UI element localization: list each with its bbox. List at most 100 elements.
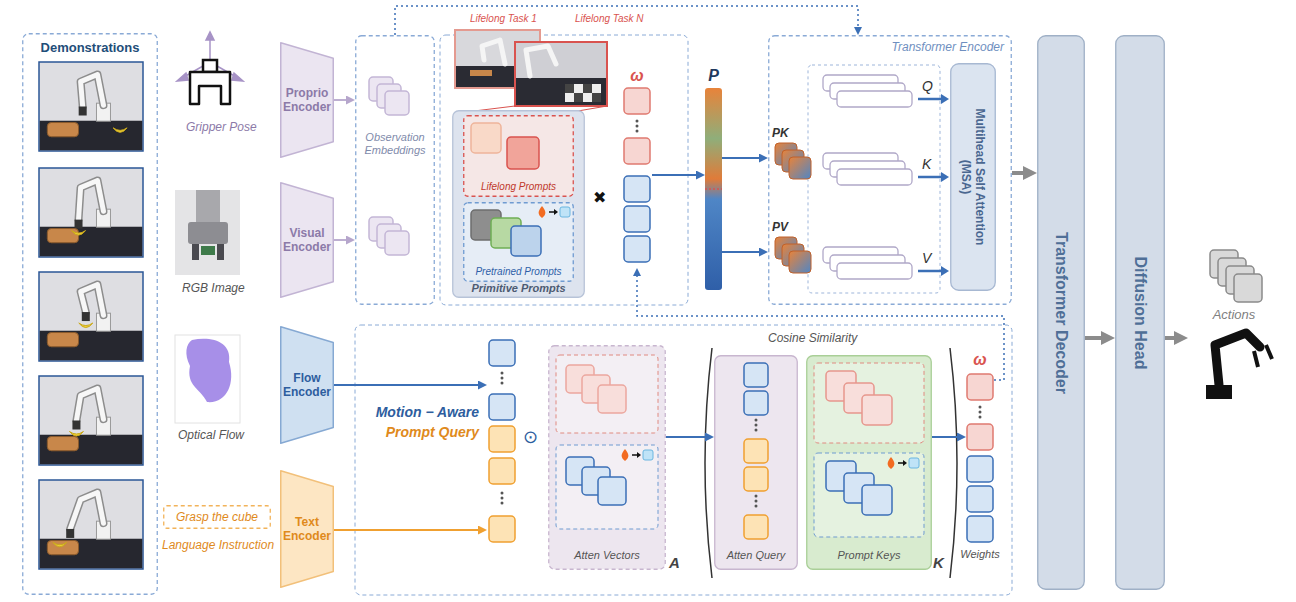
node-title: Text Encoder bbox=[282, 515, 332, 544]
node-title: Lifelong Prompts bbox=[463, 181, 574, 193]
prompt-square bbox=[489, 516, 515, 542]
robot-arm bbox=[79, 180, 104, 219]
prompt-square bbox=[967, 424, 993, 450]
gripper-icon bbox=[177, 32, 243, 104]
table-surface bbox=[40, 227, 143, 257]
optical-flow-image bbox=[175, 335, 240, 423]
decoder-block: Transformer Decoder bbox=[1037, 35, 1085, 590]
task-photo bbox=[574, 93, 583, 102]
attention-block: Multihead Self Attention (MSA) bbox=[950, 63, 996, 291]
node-outline bbox=[705, 88, 722, 290]
box-outline bbox=[715, 356, 798, 570]
robot-gripper bbox=[75, 220, 83, 229]
gripper-icon bbox=[206, 32, 214, 40]
figure-label: Cosine Similarity bbox=[768, 331, 857, 345]
photo-frame bbox=[39, 480, 143, 569]
node-title: Observation Embeddings bbox=[357, 131, 433, 157]
prompt-square bbox=[744, 467, 768, 491]
figure-label: Q bbox=[922, 78, 933, 95]
robot-gripper bbox=[72, 421, 80, 430]
node-title: Flow Encoder bbox=[282, 371, 332, 400]
table-surface bbox=[40, 121, 143, 151]
trainable-icon bbox=[888, 457, 895, 469]
prompt-square bbox=[624, 138, 650, 164]
ellipsis-dot bbox=[755, 429, 758, 432]
freeze-arrow bbox=[637, 452, 641, 458]
instruction-box: Grasp the cube bbox=[163, 505, 271, 529]
task-photo bbox=[565, 84, 601, 102]
attention-arrow bbox=[941, 266, 949, 276]
embedding-panel: Observation Embeddings bbox=[355, 35, 435, 305]
box-outline bbox=[164, 506, 271, 529]
figure-label: PK bbox=[772, 126, 789, 140]
connector-arrow bbox=[722, 251, 759, 253]
ellipsis-dot bbox=[501, 492, 504, 495]
node-title: Motion − Aware bbox=[376, 404, 479, 421]
ellipsis-dot bbox=[636, 125, 639, 128]
node-title: P bbox=[699, 66, 728, 85]
attention-arrow bbox=[941, 172, 949, 182]
robot-arm bbox=[76, 388, 103, 420]
group-frame bbox=[556, 445, 658, 529]
box-outline bbox=[1038, 36, 1085, 590]
gripper-icon bbox=[209, 38, 211, 62]
atten-vectors: Atten VectorsA bbox=[548, 345, 666, 570]
connector-arrow bbox=[334, 239, 346, 241]
figure-label: ✖ bbox=[593, 188, 606, 207]
prompt-query: Motion − AwarePrompt Query bbox=[487, 340, 517, 545]
demonstrations-panel: Demonstrations bbox=[22, 33, 158, 595]
rgb-image bbox=[175, 190, 240, 275]
task-photo bbox=[565, 84, 574, 93]
prompt-square bbox=[624, 88, 650, 114]
banana bbox=[79, 323, 93, 328]
table-surface bbox=[40, 435, 143, 465]
ellipsis-dot bbox=[636, 130, 639, 133]
ellipsis-dot bbox=[755, 500, 758, 503]
connector-arrow bbox=[1165, 336, 1174, 340]
figure-label: K bbox=[922, 156, 931, 173]
task-photo bbox=[526, 46, 556, 76]
figure-label: RGB Image bbox=[182, 281, 245, 295]
node-outline bbox=[22, 33, 158, 595]
node-outline bbox=[966, 372, 994, 544]
weight-vector: ω bbox=[622, 88, 652, 268]
prompt-square bbox=[967, 374, 993, 400]
node-title: ω bbox=[622, 66, 652, 85]
prompt-square bbox=[598, 385, 626, 413]
robot-gripper bbox=[66, 529, 74, 538]
ellipsis-dot bbox=[755, 495, 758, 498]
prompt-square bbox=[789, 157, 811, 179]
ellipsis-dot bbox=[755, 424, 758, 427]
bracket bbox=[705, 348, 957, 578]
gripper-icon bbox=[177, 73, 188, 81]
trainable-icon bbox=[622, 449, 629, 461]
node-outline bbox=[355, 35, 435, 305]
module-panel bbox=[355, 325, 1012, 595]
attention-arrow bbox=[918, 270, 942, 273]
figure-label: Language Instruction bbox=[162, 538, 274, 552]
node-title: ω bbox=[966, 350, 994, 369]
prompt-square bbox=[624, 236, 650, 262]
node-outline bbox=[622, 88, 652, 268]
connector-arrow bbox=[666, 436, 705, 438]
prompt-square bbox=[967, 486, 993, 512]
node-subtitle: Prompt Query bbox=[386, 424, 479, 441]
figure-label: V bbox=[922, 250, 931, 267]
figure-label: PV bbox=[772, 220, 788, 234]
prompt-square bbox=[489, 458, 515, 484]
prompt-square bbox=[489, 426, 515, 452]
box-outline bbox=[464, 116, 574, 197]
split-line bbox=[705, 188, 722, 190]
frozen-icon bbox=[560, 207, 570, 217]
node-title: Multihead Self Attention (MSA) bbox=[959, 92, 988, 262]
prompt-pool: Primitive PromptsLifelong PromptsPretrai… bbox=[452, 110, 585, 298]
box-outline bbox=[464, 203, 574, 282]
node-outline bbox=[1188, 245, 1280, 405]
robot-gripper bbox=[1254, 345, 1272, 367]
node-title: Visual Encoder bbox=[282, 226, 332, 255]
connector-arrow bbox=[932, 436, 957, 438]
connector-arrow bbox=[1012, 171, 1023, 175]
node-subtitle: K bbox=[933, 554, 944, 572]
banana bbox=[113, 128, 127, 133]
